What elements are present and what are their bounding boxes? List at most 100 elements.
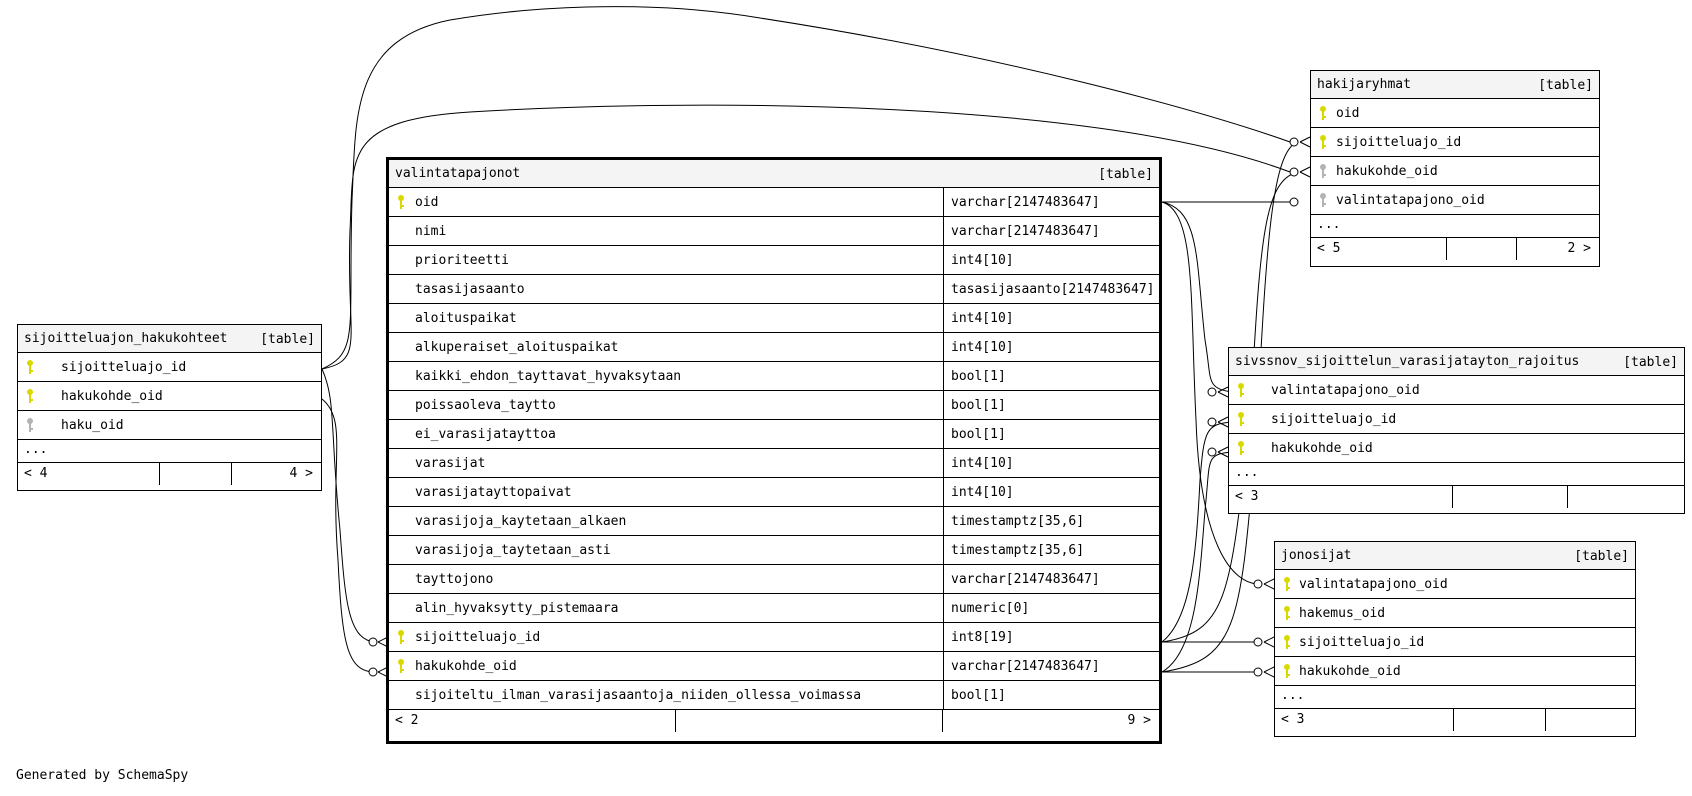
column-row[interactable]: sijoitteluajo_id — [1275, 628, 1635, 657]
column-name[interactable]: alkuperaiset_aloituspaikat — [415, 340, 619, 355]
table-sijoitteluajon-hakukohteet[interactable]: sijoitteluajon_hakukohteet [table] sijoi… — [17, 324, 322, 491]
column-divider — [943, 594, 944, 622]
column-name[interactable]: prioriteetti — [415, 253, 509, 268]
table-type: [table] — [1538, 78, 1593, 93]
column-row[interactable]: sijoitteluajo_id — [1229, 405, 1684, 434]
table-name[interactable]: hakijaryhmat — [1317, 77, 1411, 92]
column-row[interactable]: hakukohde_oid — [1275, 657, 1635, 686]
column-row[interactable]: valintatapajono_oid — [1229, 376, 1684, 405]
column-name[interactable]: hakukohde_oid — [415, 659, 517, 674]
column-name[interactable]: tayttojono — [415, 572, 494, 587]
column-row[interactable]: oid — [1311, 99, 1599, 128]
column-name[interactable]: varasijatayttopaivat — [415, 485, 572, 500]
table-name[interactable]: valintatapajonot — [395, 166, 521, 181]
column-name[interactable]: ei_varasijatayttoa — [415, 427, 556, 442]
parents-count[interactable]: < 2 — [395, 713, 419, 728]
column-name[interactable]: valintatapajono_oid — [1271, 383, 1420, 398]
column-row[interactable]: hakukohde_oid — [1311, 157, 1599, 186]
column-name[interactable]: varasijat — [415, 456, 486, 471]
parents-count[interactable]: < 3 — [1281, 712, 1305, 727]
column-name[interactable]: hakukohde_oid — [1271, 441, 1373, 456]
column-row[interactable]: hakukohde_oid — [18, 382, 321, 411]
column-row[interactable]: sijoitteluajo_id — [18, 353, 321, 382]
column-name[interactable]: tasasijasaanto — [415, 282, 525, 297]
column-name[interactable]: poissaoleva_taytto — [415, 398, 556, 413]
parents-count[interactable]: < 3 — [1235, 489, 1259, 504]
column-name[interactable]: nimi — [415, 224, 447, 239]
column-list: sijoitteluajo_id hakukohde_oid haku_oid — [18, 353, 321, 440]
column-name[interactable]: aloituspaikat — [415, 311, 517, 326]
table-name[interactable]: sivssnov_sijoittelun_varasijatayton_rajo… — [1235, 354, 1580, 369]
table-header: jonosijat [table] — [1275, 542, 1635, 570]
children-count[interactable]: 4 > — [289, 466, 313, 481]
column-name[interactable]: hakukohde_oid — [1299, 664, 1401, 679]
column-name[interactable]: hakukohde_oid — [61, 389, 163, 404]
column-row[interactable]: valintatapajono_oid — [1311, 186, 1599, 215]
column-name[interactable]: alin_hyvaksytty_pistemaara — [415, 601, 619, 616]
column-name[interactable]: sijoitteluajo_id — [1336, 135, 1462, 150]
column-name[interactable]: haku_oid — [61, 418, 124, 433]
footer-parents-cell[interactable]: < 3 — [1229, 486, 1453, 508]
column-row[interactable]: valintatapajono_oid — [1275, 570, 1635, 599]
column-row[interactable]: hakemus_oid — [1275, 599, 1635, 628]
table-name[interactable]: jonosijat — [1281, 548, 1352, 563]
footer-parents-cell[interactable]: < 3 — [1275, 709, 1454, 731]
column-row[interactable]: hakukohde_oid — [1229, 434, 1684, 463]
key-icon-yellow — [1283, 634, 1291, 650]
key-icon-yellow — [1237, 440, 1245, 456]
column-name[interactable]: hakemus_oid — [1299, 606, 1386, 621]
column-name[interactable]: sijoitteluajo_id — [415, 630, 541, 645]
column-list: valintatapajono_oid hakemus_oid sijoittelu… — [1275, 570, 1635, 686]
footer-parents-cell[interactable]: < 4 — [18, 463, 160, 485]
footer-parents-cell[interactable]: < 5 — [1311, 238, 1447, 260]
footer-parents-cell[interactable]: < 2 — [389, 710, 676, 732]
column-name[interactable]: sijoitteluajo_id — [1299, 635, 1425, 650]
column-name[interactable]: oid — [415, 195, 439, 210]
more-columns[interactable]: ... — [1311, 215, 1599, 238]
table-sivssnov-sijoittelun-varasijatayton-rajoitus[interactable]: sivssnov_sijoittelun_varasijatayton_rajo… — [1228, 347, 1685, 514]
column-name[interactable]: sijoiteltu_ilman_varasijasaantoja_niiden… — [415, 688, 862, 703]
more-columns[interactable]: ... — [1229, 463, 1684, 486]
column-name[interactable]: varasijoja_kaytetaan_alkaen — [415, 514, 627, 529]
column-name[interactable]: oid — [1336, 106, 1360, 121]
children-count[interactable]: 9 > — [1127, 713, 1151, 728]
parents-count[interactable]: < 5 — [1317, 241, 1341, 256]
column-name[interactable]: kaikki_ehdon_tayttavat_hyvaksytaan — [415, 369, 682, 384]
table-name[interactable]: sijoitteluajon_hakukohteet — [24, 331, 228, 346]
column-divider — [943, 623, 944, 651]
more-columns[interactable]: ... — [1275, 686, 1635, 709]
table-hakijaryhmat[interactable]: hakijaryhmat [table] oid sijoitteluajo_id… — [1310, 70, 1600, 267]
column-name[interactable]: hakukohde_oid — [1336, 164, 1438, 179]
column-name[interactable]: sijoitteluajo_id — [61, 360, 187, 375]
children-count[interactable]: 2 > — [1567, 241, 1591, 256]
column-list: oid sijoitteluajo_id hakukohde_oid valintat… — [1311, 99, 1599, 215]
parents-count[interactable]: < 4 — [24, 466, 48, 481]
column-name[interactable]: varasijoja_taytetaan_asti — [415, 543, 611, 558]
column-row[interactable]: sijoitteluajo_id — [1311, 128, 1599, 157]
column-name[interactable]: valintatapajono_oid — [1336, 193, 1485, 208]
column-name[interactable]: valintatapajono_oid — [1299, 577, 1448, 592]
more-columns[interactable]: ... — [18, 440, 321, 463]
column-row[interactable]: haku_oid — [18, 411, 321, 440]
column-row[interactable]: sijoiteltu_ilman_varasijasaantoja_niiden… — [389, 681, 1159, 710]
column-name[interactable]: sijoitteluajo_id — [1271, 412, 1397, 427]
